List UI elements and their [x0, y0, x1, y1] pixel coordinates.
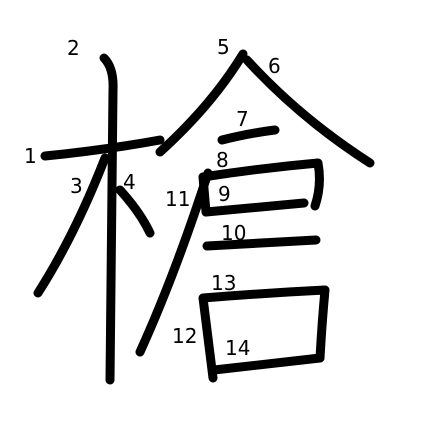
stroke-11: [202, 235, 321, 251]
character-strokes: [33, 49, 375, 385]
stroke-number-2: 2: [67, 36, 80, 60]
stroke-number-3: 3: [70, 174, 83, 198]
stroke-number-1: 1: [24, 144, 37, 168]
stroke-number-8: 8: [216, 148, 229, 172]
stroke-number-6: 6: [268, 54, 281, 78]
stroke-7: [217, 125, 280, 145]
stroke-number-7: 7: [236, 107, 249, 131]
stroke-12: [135, 168, 213, 357]
stroke-number-10: 10: [221, 221, 246, 245]
stroke-number-4: 4: [123, 170, 136, 194]
stroke-number-5: 5: [217, 35, 230, 59]
stroke-6: [242, 55, 375, 168]
stroke-number-labels: 1 2 3 4 5 6 7 8 9 10 11 12 13 14: [24, 35, 281, 360]
stroke-number-13: 13: [211, 271, 236, 295]
stroke-13: [198, 285, 330, 383]
stroke-2: [99, 53, 118, 385]
stroke-5: [155, 49, 248, 157]
stroke-number-12: 12: [172, 324, 197, 348]
stroke-14: [209, 353, 325, 375]
stroke-4: [115, 185, 155, 238]
stroke-number-11: 11: [165, 187, 190, 211]
stroke-1: [40, 135, 165, 161]
stroke-number-14: 14: [225, 336, 250, 360]
stroke-3: [33, 153, 110, 298]
stroke-number-9: 9: [218, 182, 231, 206]
stroke-9: [198, 158, 324, 211]
stroke-10: [201, 198, 309, 217]
